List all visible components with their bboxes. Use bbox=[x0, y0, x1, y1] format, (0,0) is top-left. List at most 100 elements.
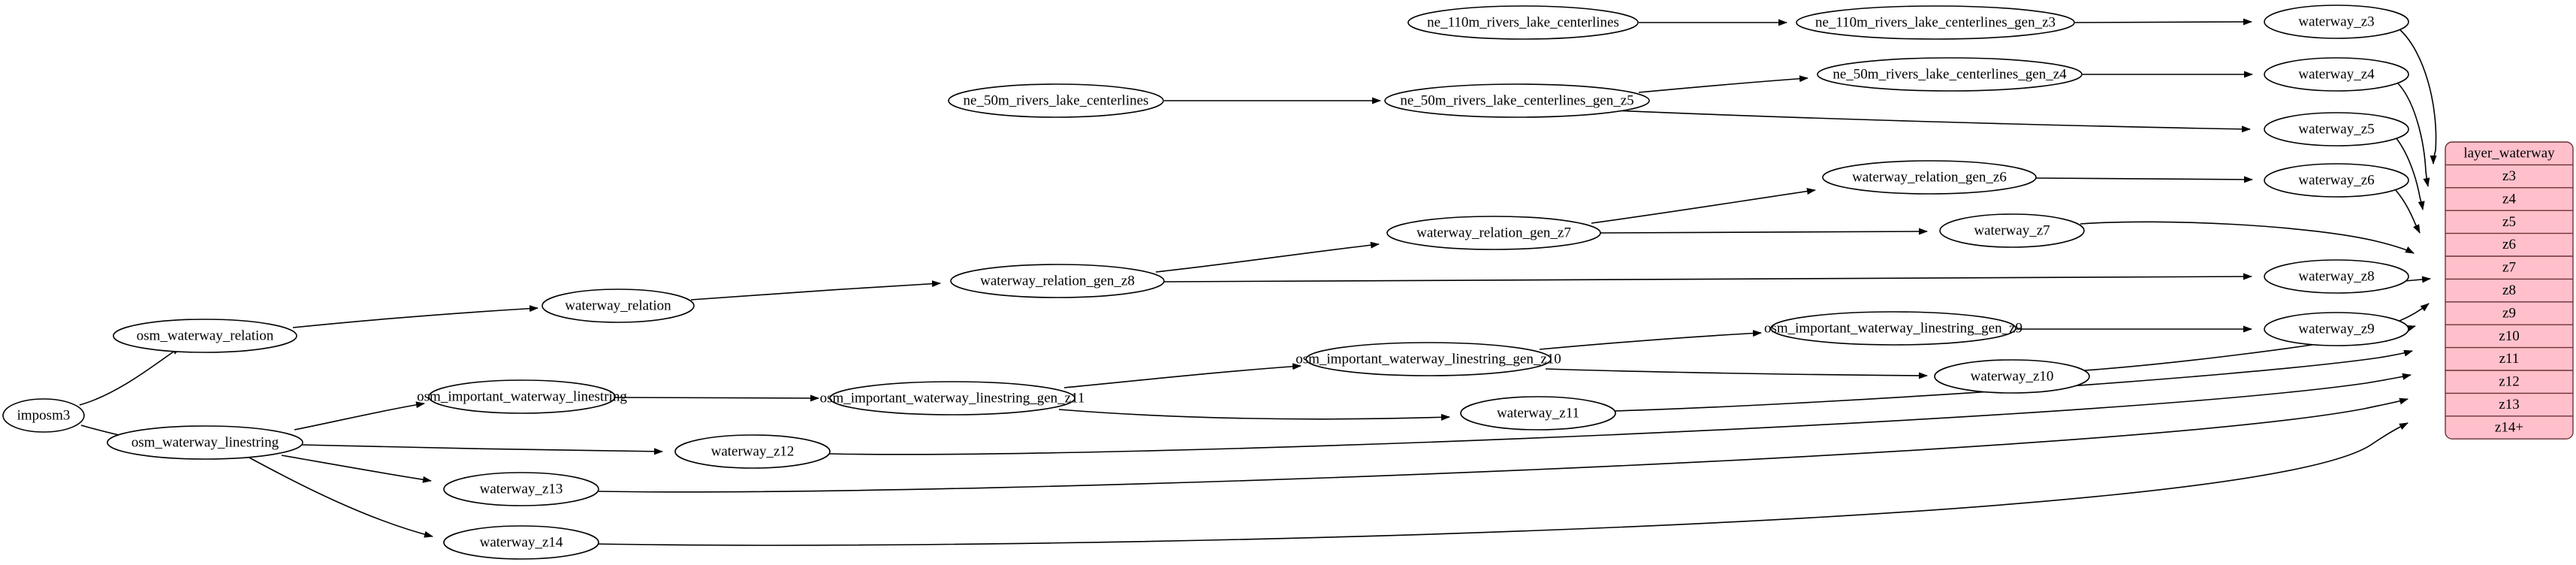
edge-waterway_z5-to-layer_waterway_z5 bbox=[2395, 137, 2425, 210]
node-label: waterway_z8 bbox=[2298, 268, 2374, 284]
node-ne_50m_rivers_lake_centerlines_gen_z4[interactable]: ne_50m_rivers_lake_centerlines_gen_z4 bbox=[1817, 57, 2083, 92]
table-row-z12[interactable]: z12 bbox=[2499, 374, 2519, 390]
table-row-z13[interactable]: z13 bbox=[2499, 397, 2519, 412]
node-osm_important_waterway_linestring_gen_z10[interactable]: osm_important_waterway_linestring_gen_z1… bbox=[1296, 342, 1561, 376]
node-label: osm_important_waterway_linestring_gen_z1… bbox=[1296, 351, 1561, 367]
node-waterway_z7[interactable]: waterway_z7 bbox=[1939, 213, 2085, 248]
node-waterway_z3[interactable]: waterway_z3 bbox=[2264, 5, 2409, 39]
node-label: ne_50m_rivers_lake_centerlines bbox=[964, 92, 1149, 108]
node-ne_110m_rivers_lake_centerlines[interactable]: ne_110m_rivers_lake_centerlines bbox=[1407, 5, 1639, 40]
node-label: waterway_z6 bbox=[2298, 172, 2374, 188]
edge-osm_important_waterway_linestring-to-osm_important_waterway_linestring_gen_z11 bbox=[614, 394, 819, 402]
table-row-z11[interactable]: z11 bbox=[2499, 351, 2520, 367]
table-row-z7[interactable]: z7 bbox=[2502, 260, 2516, 276]
node-waterway_z13[interactable]: waterway_z13 bbox=[443, 472, 599, 506]
table-row-z10[interactable]: z10 bbox=[2499, 328, 2519, 344]
edge-waterway_relation_gen_z7-to-waterway_z7 bbox=[1600, 228, 1928, 235]
node-label: waterway_z13 bbox=[480, 481, 563, 497]
node-label: waterway_relation_gen_z7 bbox=[1416, 225, 1571, 240]
node-waterway_z12[interactable]: waterway_z12 bbox=[674, 434, 831, 469]
node-waterway_z4[interactable]: waterway_z4 bbox=[2264, 57, 2409, 92]
edge-waterway_z9-to-layer_waterway_z9 bbox=[2399, 303, 2430, 322]
node-label: waterway_z10 bbox=[1971, 368, 2054, 384]
edge-ne_50m_rivers_lake_centerlines_gen_z5-to-waterway_z5 bbox=[1614, 110, 2251, 133]
table-row-z5[interactable]: z5 bbox=[2502, 214, 2516, 230]
node-label: ne_110m_rivers_lake_centerlines_gen_z3 bbox=[1815, 14, 2056, 30]
layer-waterway-table: layer_waterway z3 z4 z5 z6 z7 z8 z9 z10 z11 z12 z13… bbox=[2445, 141, 2574, 440]
node-waterway_relation[interactable]: waterway_relation bbox=[541, 289, 695, 323]
node-label: osm_waterway_relation bbox=[137, 328, 274, 343]
node-waterway_z6[interactable]: waterway_z6 bbox=[2264, 163, 2409, 198]
node-shape bbox=[1770, 311, 2016, 346]
node-label: ne_50m_rivers_lake_centerlines_gen_z5 bbox=[1400, 92, 1633, 108]
node-shape bbox=[2264, 5, 2409, 39]
node-label: waterway_z14 bbox=[480, 534, 563, 550]
edge-waterway_z12-to-layer_waterway_z12 bbox=[828, 373, 2412, 455]
node-ne_110m_rivers_lake_centerlines_gen_z3[interactable]: ne_110m_rivers_lake_centerlines_gen_z3 bbox=[1796, 5, 2075, 40]
node-ne_50m_rivers_lake_centerlines[interactable]: ne_50m_rivers_lake_centerlines bbox=[948, 83, 1164, 118]
edge-osm_waterway_linestring-to-waterway_z13 bbox=[281, 455, 432, 483]
node-shape bbox=[2, 398, 85, 433]
node-osm_waterway_relation[interactable]: osm_waterway_relation bbox=[113, 319, 297, 353]
node-shape bbox=[541, 289, 695, 323]
table-header-label: layer_waterway bbox=[2463, 146, 2555, 162]
edge-osm_waterway_linestring-to-waterway_z12 bbox=[299, 444, 663, 455]
table-row-z14+[interactable]: z14+ bbox=[2495, 419, 2523, 435]
table-row-z3[interactable]: z3 bbox=[2502, 168, 2516, 184]
edge-waterway_relation-to-waterway_relation_gen_z8 bbox=[690, 280, 941, 301]
edge-waterway_z11-to-layer_waterway_z11 bbox=[1612, 349, 2413, 412]
table-row-z4[interactable]: z4 bbox=[2502, 191, 2516, 207]
edge-waterway_z8-to-layer_waterway_z8 bbox=[2404, 276, 2431, 283]
node-waterway_relation_gen_z8[interactable]: waterway_relation_gen_z8 bbox=[950, 264, 1165, 298]
node-waterway_z5[interactable]: waterway_z5 bbox=[2264, 112, 2409, 147]
node-shape bbox=[1384, 83, 1650, 118]
node-shape bbox=[1822, 160, 2037, 195]
node-waterway_z9[interactable]: waterway_z9 bbox=[2264, 312, 2409, 346]
node-label: osm_waterway_linestring bbox=[131, 434, 279, 450]
edge-osm_waterway_linestring-to-osm_important_waterway_linestring bbox=[294, 401, 425, 431]
edge-waterway_z4-to-layer_waterway_z4 bbox=[2397, 83, 2430, 187]
node-layer: imposm3 osm_waterway_relation osm_waterway… bbox=[2, 5, 2409, 560]
edge-osm_important_waterway_linestring_gen_z10-to-waterway_z10 bbox=[1545, 368, 1928, 379]
node-shape bbox=[1460, 396, 1616, 431]
node-shape bbox=[428, 379, 616, 414]
node-label: waterway_relation bbox=[565, 298, 671, 313]
edge-layer bbox=[79, 18, 2437, 546]
node-shape bbox=[1407, 5, 1639, 40]
node-label: waterway_z5 bbox=[2298, 121, 2374, 137]
node-label: waterway_z9 bbox=[2298, 321, 2374, 337]
node-waterway_z10[interactable]: waterway_z10 bbox=[1934, 359, 2090, 394]
table-row-z9[interactable]: z9 bbox=[2502, 305, 2516, 321]
node-osm_important_waterway_linestring_gen_z11[interactable]: osm_important_waterway_linestring_gen_z1… bbox=[820, 381, 1085, 415]
node-waterway_relation_gen_z6[interactable]: waterway_relation_gen_z6 bbox=[1822, 160, 2037, 195]
edge-waterway_z14-to-layer_waterway_z14 bbox=[598, 422, 2409, 546]
node-shape bbox=[1386, 216, 1601, 250]
node-shape bbox=[2264, 163, 2409, 198]
node-shape bbox=[107, 425, 303, 460]
edge-waterway_z3-to-layer_waterway_z3 bbox=[2400, 29, 2437, 165]
node-label: imposm3 bbox=[17, 407, 71, 423]
node-label: waterway_z11 bbox=[1497, 405, 1579, 421]
node-ne_50m_rivers_lake_centerlines_gen_z5[interactable]: ne_50m_rivers_lake_centerlines_gen_z5 bbox=[1384, 83, 1650, 118]
node-osm_waterway_linestring[interactable]: osm_waterway_linestring bbox=[107, 425, 303, 460]
node-label: waterway_z4 bbox=[2298, 66, 2375, 82]
node-osm_important_waterway_linestring_gen_z9[interactable]: osm_important_waterway_linestring_gen_z9 bbox=[1764, 311, 2022, 346]
table-body bbox=[2445, 141, 2574, 440]
table-row-z8[interactable]: z8 bbox=[2502, 282, 2516, 298]
node-shape bbox=[443, 472, 599, 506]
edge-waterway_relation_gen_z8-to-waterway_z8 bbox=[1163, 273, 2252, 282]
node-label: osm_important_waterway_linestring bbox=[417, 388, 627, 404]
node-shape bbox=[829, 381, 1075, 415]
table-row-z6[interactable]: z6 bbox=[2502, 237, 2516, 252]
node-waterway_z8[interactable]: waterway_z8 bbox=[2264, 259, 2409, 294]
node-imposm3[interactable]: imposm3 bbox=[2, 398, 85, 433]
edge-imposm3-to-osm_waterway_relation bbox=[79, 346, 181, 406]
edge-waterway_z13-to-layer_waterway_z13 bbox=[598, 397, 2409, 493]
edge-waterway_z6-to-layer_waterway_z6 bbox=[2394, 189, 2421, 234]
node-osm_important_waterway_linestring[interactable]: osm_important_waterway_linestring bbox=[417, 379, 627, 414]
node-waterway_relation_gen_z7[interactable]: waterway_relation_gen_z7 bbox=[1386, 216, 1601, 250]
node-waterway_z11[interactable]: waterway_z11 bbox=[1460, 396, 1616, 431]
edge-osm_important_waterway_linestring_gen_z11-to-osm_important_waterway_linestring_gen_z10 bbox=[1063, 363, 1302, 388]
node-waterway_z14[interactable]: waterway_z14 bbox=[443, 525, 599, 560]
